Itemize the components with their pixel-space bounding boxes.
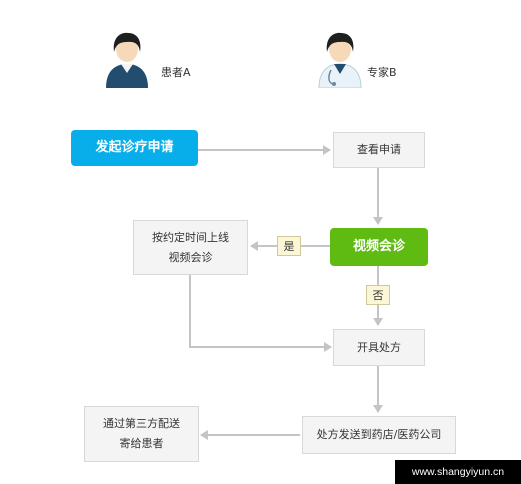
node-scheduled-online-line1: 按约定时间上线: [152, 230, 229, 244]
node-scheduled-online: 按约定时间上线 视频会诊: [133, 220, 248, 275]
doctor-avatar-icon: [318, 32, 362, 88]
watermark-url: www.shangyiyun.cn: [395, 460, 521, 484]
patient-label: 患者A: [161, 66, 191, 79]
node-scheduled-online-line2: 视频会诊: [168, 250, 213, 264]
node-prescribe: 开具处方: [333, 329, 425, 366]
node-deliver-line1: 通过第三方配送: [103, 417, 180, 430]
node-video-consult: 视频会诊: [330, 228, 428, 266]
patient-avatar-icon: [106, 32, 148, 88]
node-deliver-line2: 寄给患者: [119, 437, 164, 450]
arrow-online-to-prescribe: [189, 275, 332, 352]
node-deliver: 通过第三方配送 寄给患者: [84, 406, 199, 462]
node-apply: 发起诊疗申请: [71, 130, 198, 166]
node-view-application: 查看申请: [333, 132, 425, 168]
expert-label: 专家B: [367, 66, 397, 79]
node-send-prescription: 处方发送到药店/医药公司: [302, 416, 456, 454]
edge-label-no: 否: [366, 285, 390, 305]
edge-label-yes: 是: [277, 236, 301, 256]
